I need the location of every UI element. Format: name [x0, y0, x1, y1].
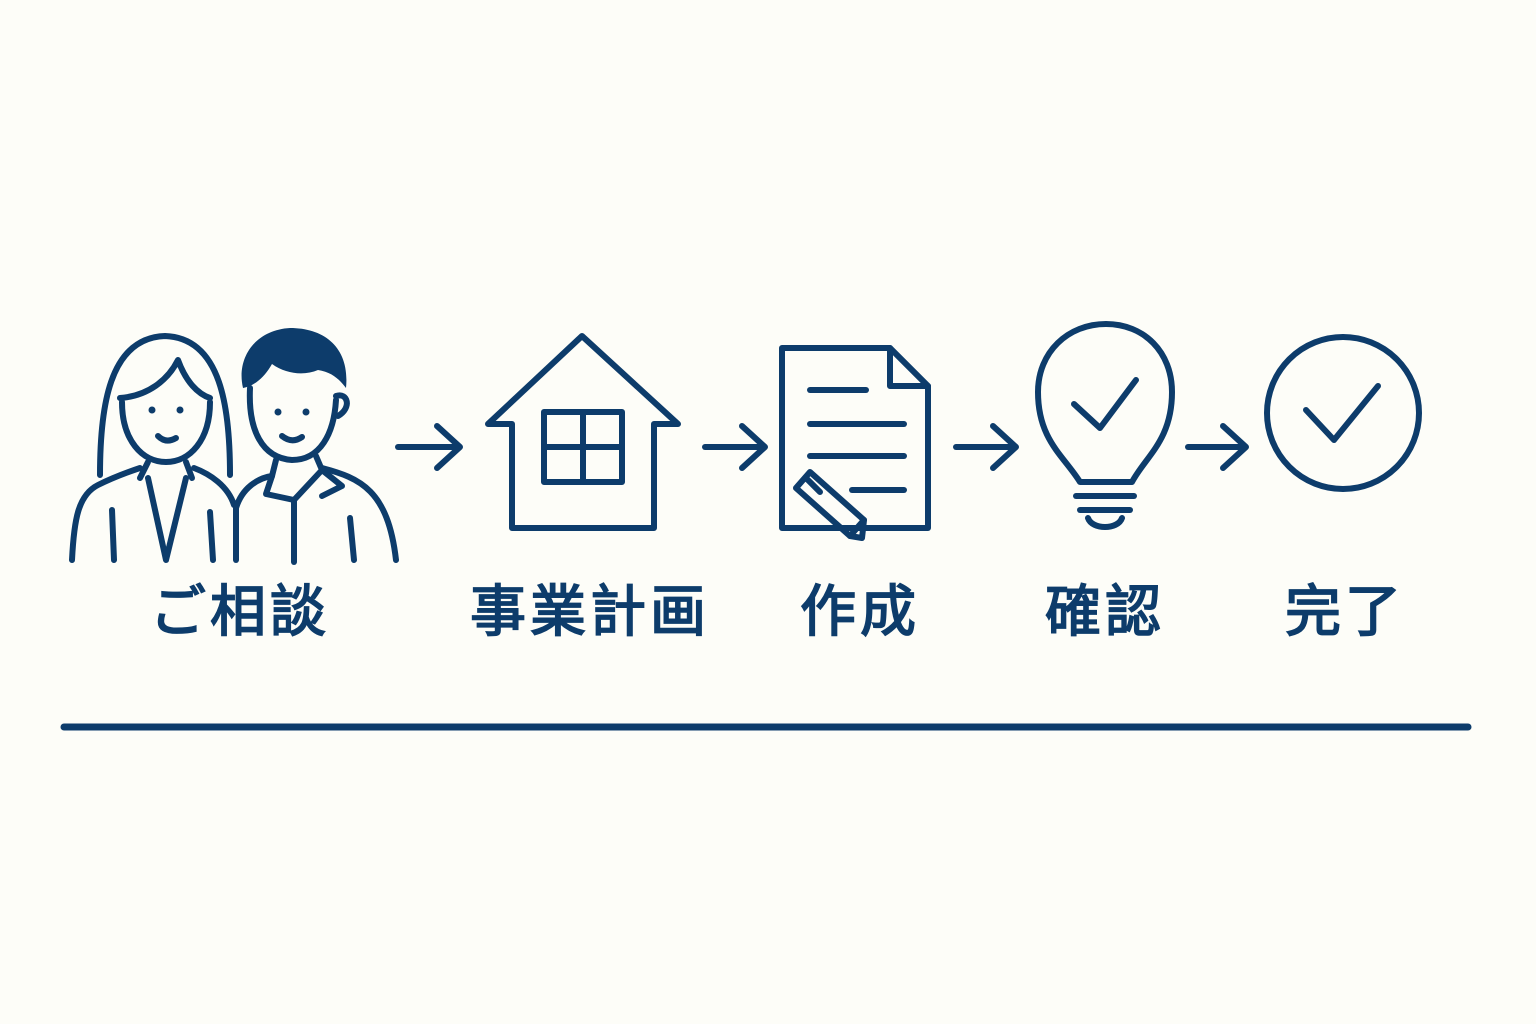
step-label-confirmation: 確認 — [1045, 580, 1165, 645]
consultation-people-icon — [69, 328, 399, 565]
arrow-right-icon — [953, 423, 1019, 471]
step-label-consultation: ご相談 — [150, 580, 330, 645]
document-pencil-icon — [779, 345, 931, 541]
step-label-creation: 作成 — [800, 580, 920, 645]
arrow-right-icon — [1185, 423, 1249, 471]
lightbulb-check-icon — [1035, 321, 1175, 530]
arrow-right-icon — [395, 423, 463, 471]
woman-figure-icon — [69, 333, 237, 563]
house-icon — [485, 333, 681, 531]
arrow-right-icon — [702, 423, 768, 471]
man-figure-icon — [233, 328, 399, 565]
step-label-completion: 完了 — [1285, 580, 1405, 645]
step-label-business-plan: 事業計画 — [470, 580, 710, 645]
circle-check-icon — [1264, 334, 1422, 492]
pencil-icon — [793, 469, 867, 541]
